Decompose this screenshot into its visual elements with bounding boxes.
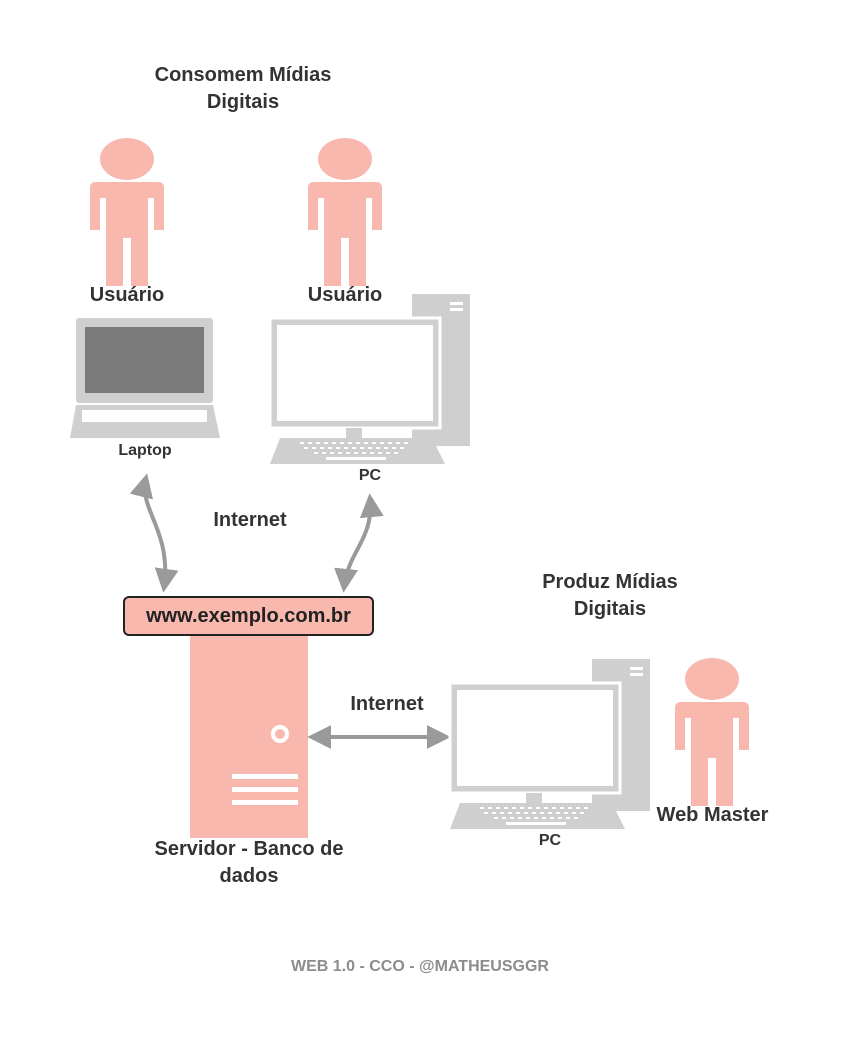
laptop-icon xyxy=(70,318,220,438)
desktop-pc-icon-consumer xyxy=(268,292,472,466)
pc-label-consumer: PC xyxy=(358,467,382,484)
internet-label-server: Internet xyxy=(350,693,424,715)
user-icon-pc xyxy=(308,138,382,286)
website-url-box: www.exemplo.com.br xyxy=(123,596,374,636)
internet-label-top: Internet xyxy=(213,509,287,531)
producer-title: Produz Mídias Digitais xyxy=(542,571,678,620)
pc-label-producer: PC xyxy=(538,832,562,849)
footer-credit: WEB 1.0 - CCO - @MATHEUSGGR xyxy=(291,958,549,975)
internet-arrow-laptop xyxy=(129,473,179,593)
internet-arrow-pc xyxy=(334,493,384,593)
user-label-pc: Usuário xyxy=(307,284,383,306)
user-icon-laptop xyxy=(90,138,164,286)
webmaster-label: Web Master xyxy=(656,804,769,826)
user-label-laptop: Usuário xyxy=(89,284,165,306)
user-icon-webmaster xyxy=(675,658,749,806)
server-tower-icon xyxy=(190,636,308,838)
desktop-pc-icon-producer xyxy=(448,657,652,831)
server-label: Servidor - Banco de dados xyxy=(154,838,344,887)
laptop-label: Laptop xyxy=(118,442,172,459)
consumers-title: Consomem Mídias Digitais xyxy=(154,64,332,113)
